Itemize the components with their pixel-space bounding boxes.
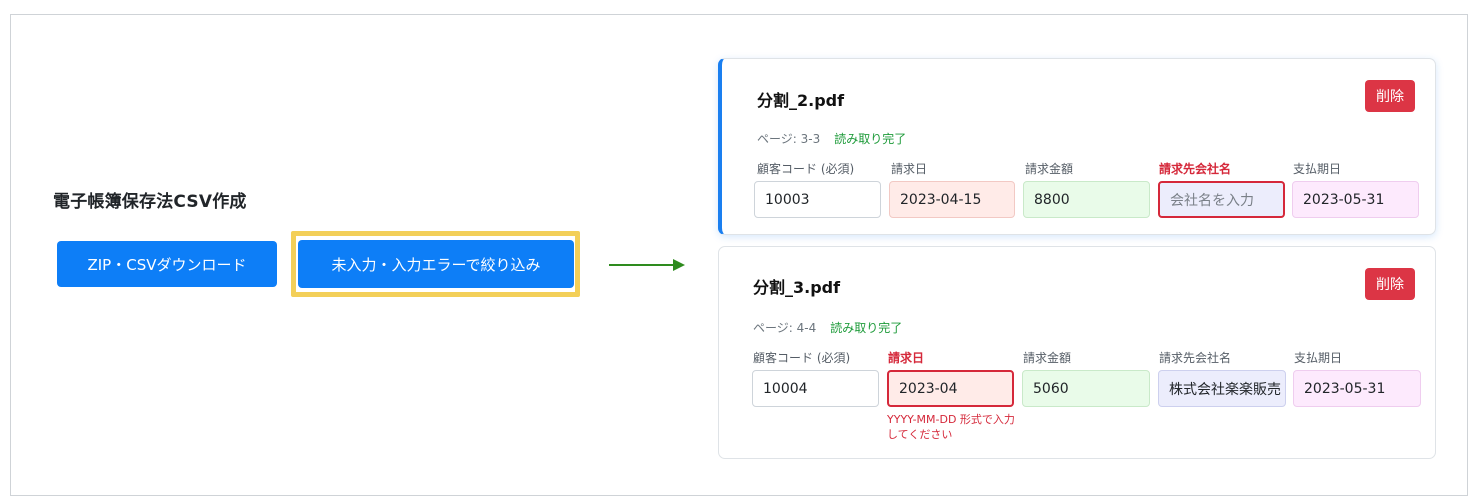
- amount-field[interactable]: 8800: [1023, 181, 1150, 218]
- due-date-field[interactable]: 2023-05-31: [1292, 181, 1419, 218]
- file-card: 分割_3.pdf 削除 ページ: 4-4 読み取り完了 顧客コード (必須) 請…: [718, 246, 1436, 459]
- amount-field[interactable]: 5060: [1022, 370, 1150, 407]
- page-range: ページ: 3-3: [757, 132, 821, 146]
- due-date-label: 支払期日: [1294, 351, 1343, 365]
- filter-errors-button[interactable]: 未入力・入力エラーで絞り込み: [298, 240, 574, 288]
- invoice-date-field[interactable]: 2023-04-15: [889, 181, 1015, 218]
- delete-button[interactable]: 削除: [1365, 268, 1415, 300]
- invoice-date-label: 請求日: [888, 351, 925, 365]
- due-date-label: 支払期日: [1293, 162, 1342, 176]
- file-meta: ページ: 3-3 読み取り完了: [757, 130, 906, 147]
- invoice-date-label: 請求日: [891, 162, 928, 176]
- file-name: 分割_2.pdf: [757, 91, 845, 110]
- customer-code-field[interactable]: 10004: [752, 370, 879, 407]
- invoice-date-field[interactable]: 2023-04: [887, 370, 1014, 407]
- page-title: 電子帳簿保存法CSV作成: [53, 192, 247, 212]
- arrow-right-icon: [609, 259, 685, 271]
- company-name-field[interactable]: 会社名を入力: [1158, 181, 1285, 218]
- delete-button[interactable]: 削除: [1365, 80, 1415, 112]
- page-range: ページ: 4-4: [753, 321, 817, 335]
- company-label: 請求先会社名: [1159, 351, 1232, 365]
- file-meta: ページ: 4-4 読み取り完了: [753, 319, 902, 336]
- company-name-placeholder: 会社名を入力: [1170, 192, 1254, 209]
- filter-button-highlight: [291, 231, 580, 297]
- due-date-field[interactable]: 2023-05-31: [1293, 370, 1421, 407]
- amount-label: 請求金額: [1023, 351, 1072, 365]
- zip-csv-download-button[interactable]: ZIP・CSVダウンロード: [57, 241, 277, 287]
- customer-code-label: 顧客コード (必須): [753, 351, 851, 365]
- amount-label: 請求金額: [1025, 162, 1074, 176]
- status-text: 読み取り完了: [834, 132, 907, 146]
- customer-code-label: 顧客コード (必須): [757, 162, 855, 176]
- customer-code-field[interactable]: 10003: [754, 181, 881, 218]
- file-name: 分割_3.pdf: [753, 278, 841, 297]
- file-card: 分割_2.pdf 削除 ページ: 3-3 読み取り完了 顧客コード (必須) 請…: [718, 58, 1436, 235]
- company-label: 請求先会社名: [1159, 162, 1232, 176]
- company-name-field[interactable]: 株式会社楽楽販売: [1158, 370, 1286, 407]
- status-text: 読み取り完了: [830, 321, 903, 335]
- invoice-date-error: YYYY-MM-DD 形式で入力してください: [887, 413, 1015, 441]
